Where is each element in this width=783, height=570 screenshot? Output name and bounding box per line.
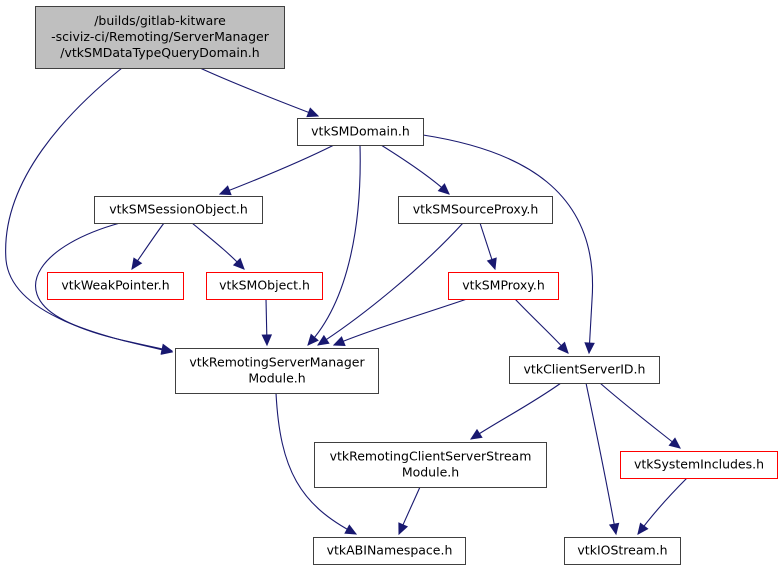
node-label: vtkSMProxy.h: [462, 278, 545, 293]
arrowhead-icon: [584, 342, 595, 355]
edge-root-to-vtkSMDomain: [199, 67, 320, 118]
arrowhead-icon: [307, 333, 319, 346]
arrowhead-icon: [469, 428, 483, 440]
nodes-layer: /builds/gitlab-kitware-sciviz-ci/Remotin…: [35, 6, 778, 565]
arrowhead-icon: [261, 334, 273, 347]
node-vtkSMSourceProxy[interactable]: vtkSMSourceProxy.h: [398, 196, 553, 224]
node-label: vtkSMObject.h: [219, 278, 310, 293]
node-vtkSMSessionObject[interactable]: vtkSMSessionObject.h: [94, 196, 263, 224]
node-box: [313, 537, 466, 565]
edge-vtkSMDomain-to-vtkRemotingServerManagerModule: [307, 144, 361, 346]
arrowhead-icon: [306, 107, 320, 118]
arrowhead-icon: [218, 185, 232, 196]
edge-line: [380, 144, 450, 195]
node-vtkSMDomain[interactable]: vtkSMDomain.h: [297, 118, 424, 146]
edge-line: [514, 298, 569, 354]
node-label: Module.h: [402, 465, 459, 480]
node-root: /builds/gitlab-kitware-sciviz-ci/Remotin…: [35, 6, 285, 69]
edge-vtkSMProxy-to-vtkClientServerID: [514, 298, 569, 354]
arrowhead-icon: [486, 257, 497, 271]
arrowhead-icon: [398, 522, 409, 536]
edge-vtkSMDomain-to-vtkClientServerID: [422, 134, 595, 355]
arrowhead-icon: [637, 522, 649, 535]
arrowhead-icon: [557, 341, 569, 354]
edge-vtkClientServerID-to-vtkRemotingClientServerStreamModule: [469, 382, 562, 440]
arrowhead-icon: [332, 336, 346, 346]
edge-line: [333, 298, 468, 346]
edge-vtkSMSessionObject-to-vtkWeakPointer: [131, 222, 165, 271]
node-label: vtkSMSessionObject.h: [109, 202, 248, 217]
edge-vtkClientServerID-to-vtkIOStream: [585, 382, 620, 536]
edge-line: [35, 222, 173, 352]
edge-vtkSMSessionObject-to-vtkSMObject: [191, 222, 245, 270]
node-box: [35, 6, 285, 69]
node-label: vtkRemotingServerManager: [189, 355, 365, 370]
arrowhead-icon: [160, 343, 174, 354]
node-label: vtkWeakPointer.h: [61, 278, 169, 293]
node-box: [175, 348, 379, 394]
arrowhead-icon: [344, 524, 358, 535]
node-box: [509, 356, 660, 384]
arrowhead-icon: [316, 334, 330, 346]
edge-line: [199, 67, 319, 117]
node-label: -sciviz-ci/Remoting/ServerManager: [51, 29, 270, 44]
edge-line: [317, 222, 464, 346]
node-label: /vtkSMDataTypeQueryDomain.h: [60, 45, 259, 60]
edge-vtkSMSessionObject-to-vtkRemotingServerManagerModule: [35, 222, 174, 354]
edge-vtkSMProxy-to-vtkRemotingServerManagerModule: [332, 298, 468, 346]
node-vtkSMProxy[interactable]: vtkSMProxy.h: [448, 272, 559, 300]
arrowhead-icon: [437, 183, 450, 195]
node-label: vtkRemotingClientServerStream: [330, 449, 532, 464]
node-box: [620, 451, 778, 479]
arrowhead-icon: [131, 257, 143, 271]
node-vtkSystemIncludes[interactable]: vtkSystemIncludes.h: [620, 451, 778, 479]
edge-line: [275, 392, 357, 535]
node-box: [448, 272, 559, 300]
node-box: [94, 196, 263, 224]
edge-vtkSMSourceProxy-to-vtkSMProxy: [479, 222, 497, 271]
node-box: [398, 196, 553, 224]
node-label: vtkClientServerID.h: [524, 362, 646, 377]
edge-line: [219, 144, 335, 195]
edge-line: [585, 382, 617, 535]
edge-line: [422, 134, 594, 354]
node-box: [314, 442, 547, 488]
node-vtkABINamespace[interactable]: vtkABINamespace.h: [313, 537, 466, 565]
edge-line: [470, 382, 562, 440]
node-vtkIOStream[interactable]: vtkIOStream.h: [564, 537, 681, 565]
node-box: [564, 537, 681, 565]
arrowhead-icon: [608, 522, 620, 536]
edge-line: [599, 382, 681, 449]
arrowhead-icon: [232, 257, 245, 270]
edge-vtkRemotingServerManagerModule-to-vtkABINamespace: [275, 392, 358, 535]
node-label: vtkIOStream.h: [577, 543, 667, 558]
node-label: vtkABINamespace.h: [327, 543, 453, 558]
edge-vtkSMDomain-to-vtkSMSourceProxy: [380, 144, 450, 195]
node-box: [47, 272, 184, 300]
edge-vtkRemotingClientServerStreamModule-to-vtkABINamespace: [398, 486, 421, 536]
node-label: Module.h: [248, 371, 305, 386]
edge-vtkSMSourceProxy-to-vtkRemotingServerManagerModule: [316, 222, 464, 346]
edges-layer: [5, 67, 688, 536]
node-box: [206, 272, 323, 300]
edge-vtkSMDomain-to-vtkSMSessionObject: [218, 144, 335, 196]
node-label: /builds/gitlab-kitware: [94, 13, 226, 28]
edge-line: [637, 477, 688, 535]
arrowhead-icon: [668, 437, 681, 449]
node-label: vtkSMSourceProxy.h: [413, 202, 539, 217]
edge-vtkSystemIncludes-to-vtkIOStream: [637, 477, 688, 535]
edge-vtkClientServerID-to-vtkSystemIncludes: [599, 382, 681, 449]
node-vtkSMObject[interactable]: vtkSMObject.h: [206, 272, 323, 300]
node-vtkClientServerID[interactable]: vtkClientServerID.h: [509, 356, 660, 384]
node-vtkWeakPointer[interactable]: vtkWeakPointer.h: [47, 272, 184, 300]
edge-vtkSMObject-to-vtkRemotingServerManagerModule: [261, 298, 273, 347]
node-label: vtkSystemIncludes.h: [634, 457, 764, 472]
node-box: [297, 118, 424, 146]
edge-line: [307, 144, 361, 346]
node-label: vtkSMDomain.h: [311, 124, 410, 139]
